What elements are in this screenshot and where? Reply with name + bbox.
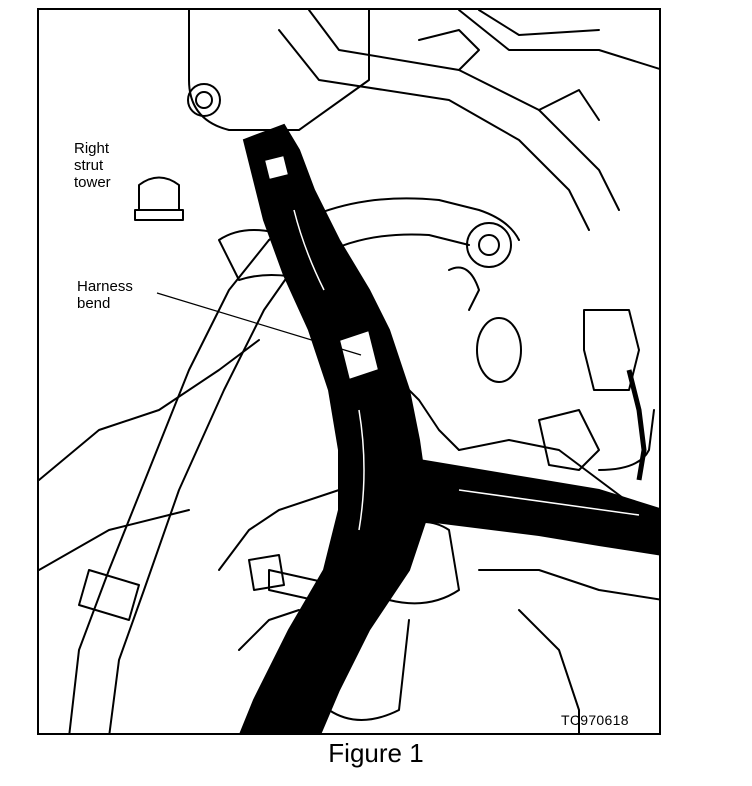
harness-bend-leader [156, 292, 362, 356]
harness-tag [262, 153, 291, 182]
wiring-harness-main [239, 123, 431, 733]
lower-panel-line [39, 509, 190, 571]
left-pipe-outer [68, 239, 270, 733]
left-pipe-inner [108, 259, 300, 733]
drawing-code: TC970618 [561, 712, 629, 728]
hose-connector-core [478, 234, 500, 256]
hose-loop [448, 266, 480, 311]
harness-highlight-2 [358, 409, 365, 531]
strut-tower-label: Right strut tower [74, 140, 111, 191]
right-panel-line [458, 439, 640, 511]
lower-right-panel [478, 569, 659, 601]
harness-highlight-3 [458, 489, 640, 516]
strut-nut-washer [134, 209, 184, 221]
connector-wire [598, 409, 655, 471]
lower-bracket-line [238, 609, 300, 651]
strut-tower-plate [188, 10, 370, 131]
hose-connector-ring [466, 222, 512, 268]
engine-bay-line-drawing [39, 10, 659, 733]
illustration-frame: Right strut tower Harness bend TC970618 [37, 8, 661, 735]
upper-hose-bottom [278, 29, 590, 231]
connector-plug-mid [538, 409, 600, 471]
wiring-harness-branch [418, 458, 659, 556]
pipe-fitting-hex [78, 569, 140, 621]
upper-hose-top [308, 10, 620, 211]
strut-nut [138, 176, 180, 211]
bolt-center [195, 91, 213, 109]
harness-highlight-1 [293, 209, 325, 291]
figure-caption: Figure 1 [328, 738, 424, 768]
far-hose-top [458, 10, 659, 70]
hose-clamp-right [538, 89, 600, 121]
clamp-screw [248, 554, 285, 591]
canister-cap [476, 317, 522, 383]
bolt-head [187, 83, 221, 117]
hose-clamp-top [418, 29, 480, 71]
fender-edge-line [39, 339, 260, 481]
harness-thin-lead [626, 369, 647, 481]
far-hose-top-2 [478, 10, 600, 36]
connector-plug-upper [583, 309, 640, 391]
harness-bend-label: Harness bend [77, 278, 133, 312]
lower-right-edge [518, 609, 580, 733]
